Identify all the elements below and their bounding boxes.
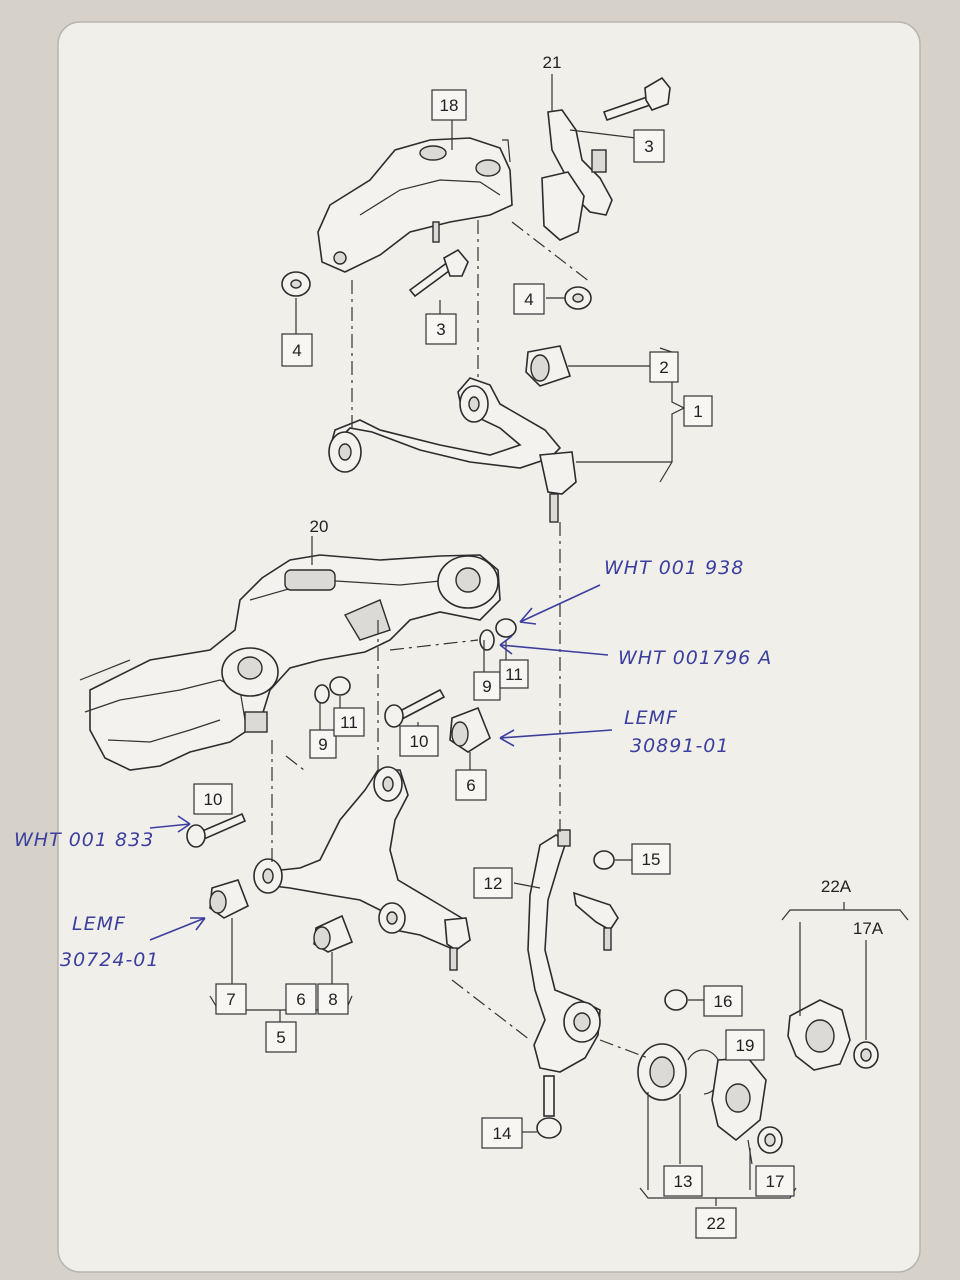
bushing-8 <box>313 914 354 953</box>
nut-11-right <box>495 618 517 638</box>
callout-6-upper: 6 <box>455 769 487 801</box>
note-lemf-30891: 30891-01 <box>630 735 729 757</box>
note-wht-001796a: WHT 001796 A <box>618 647 772 669</box>
note-lemf-2: LEMF <box>72 913 126 935</box>
label-4-left: 4 <box>292 341 301 360</box>
callout-15: 15 <box>631 843 671 875</box>
callout-11-right: 11 <box>499 659 529 689</box>
label-6-lower: 6 <box>296 990 305 1009</box>
label-9-right: 9 <box>482 677 491 696</box>
callout-13: 13 <box>663 1165 703 1197</box>
wheel-hub-19 <box>711 1057 767 1142</box>
subframe-20 <box>79 554 501 771</box>
note-lemf-1: LEMF <box>624 707 678 729</box>
callout-5: 5 <box>265 1021 297 1053</box>
callout-20: 20 <box>310 517 329 536</box>
hub-nut-17 <box>757 1126 783 1154</box>
bushing-6 <box>449 706 491 753</box>
steering-knuckle-12 <box>527 829 601 1073</box>
label-9-left: 9 <box>318 735 327 754</box>
label-19: 19 <box>736 1036 755 1055</box>
note-wht-001-938: WHT 001 938 <box>604 557 744 579</box>
callout-9-left: 9 <box>309 729 337 759</box>
callout-3-lower: 3 <box>425 313 457 345</box>
callout-4-right: 4 <box>513 283 545 315</box>
label-7: 7 <box>226 990 235 1009</box>
label-17a: 17A <box>853 919 884 938</box>
label-21: 21 <box>543 53 562 72</box>
callout-10-left: 10 <box>193 783 233 815</box>
bolt-10-left <box>186 812 247 848</box>
label-16: 16 <box>714 992 733 1011</box>
wheel-hub-22a <box>787 999 851 1071</box>
label-12: 12 <box>484 874 503 893</box>
label-11-left: 11 <box>340 713 358 732</box>
bolt-3-lower <box>408 248 469 298</box>
callout-17a: 17A <box>853 919 884 938</box>
note-lemf-30724: 30724-01 <box>60 949 159 971</box>
callout-14: 14 <box>481 1117 523 1149</box>
label-20: 20 <box>310 517 329 536</box>
label-5: 5 <box>276 1028 285 1047</box>
label-1: 1 <box>693 402 702 421</box>
callout-22a: 22A <box>821 877 852 896</box>
bolt-3-top <box>602 76 671 122</box>
label-18: 18 <box>440 96 459 115</box>
callout-10-middle: 10 <box>399 725 439 757</box>
callout-12: 12 <box>473 867 513 899</box>
label-22: 22 <box>707 1214 726 1233</box>
bushing-2 <box>525 345 572 387</box>
nut-4-right <box>564 286 592 310</box>
label-3-top: 3 <box>644 137 653 156</box>
bolt-14 <box>536 1075 562 1139</box>
handwritten-annotations <box>149 584 613 941</box>
callout-6-lower: 6 <box>285 983 317 1015</box>
label-14: 14 <box>493 1124 512 1143</box>
nut-11-left <box>329 676 351 696</box>
wheel-bearing <box>637 1043 687 1101</box>
callout-4-left: 4 <box>281 333 313 367</box>
label-22a: 22A <box>821 877 852 896</box>
bracket-18 <box>317 137 513 273</box>
nut-15 <box>593 850 615 870</box>
bolt-10-middle <box>384 688 446 728</box>
label-13: 13 <box>674 1172 693 1191</box>
callout-22: 22 <box>695 1207 737 1239</box>
label-15: 15 <box>642 850 661 869</box>
nut-16 <box>664 989 688 1011</box>
label-6-upper: 6 <box>466 776 475 795</box>
label-3-lower: 3 <box>436 320 445 339</box>
bushing-7 <box>209 879 250 919</box>
label-8: 8 <box>328 990 337 1009</box>
note-wht-001-833: WHT 001 833 <box>14 829 154 851</box>
callout-2: 2 <box>649 351 679 383</box>
label-10-left: 10 <box>204 790 223 809</box>
callout-17: 17 <box>755 1165 795 1197</box>
callout-19: 19 <box>725 1029 765 1061</box>
label-10-middle: 10 <box>410 732 429 751</box>
nut-4-left <box>281 271 311 297</box>
callout-3-top: 3 <box>633 129 665 163</box>
label-4-right: 4 <box>524 290 533 309</box>
lower-control-arm-5 <box>253 766 471 971</box>
callout-8: 8 <box>317 983 349 1015</box>
sensor-21 <box>541 109 613 241</box>
washer-9-left <box>314 684 330 704</box>
callout-16: 16 <box>703 985 743 1017</box>
callout-18: 18 <box>431 89 467 121</box>
label-11-right: 11 <box>505 665 523 684</box>
upper-control-arm-1 <box>328 377 577 523</box>
hub-nut-17a <box>853 1041 879 1069</box>
label-17: 17 <box>766 1172 785 1191</box>
label-2: 2 <box>659 358 668 377</box>
callout-1: 1 <box>683 395 713 427</box>
tie-rod-end <box>572 891 619 951</box>
callout-11-left: 11 <box>333 707 365 737</box>
washer-9-right <box>479 629 495 651</box>
callout-7: 7 <box>215 983 247 1015</box>
callout-9-right: 9 <box>473 671 501 701</box>
callout-21: 21 <box>543 53 562 72</box>
